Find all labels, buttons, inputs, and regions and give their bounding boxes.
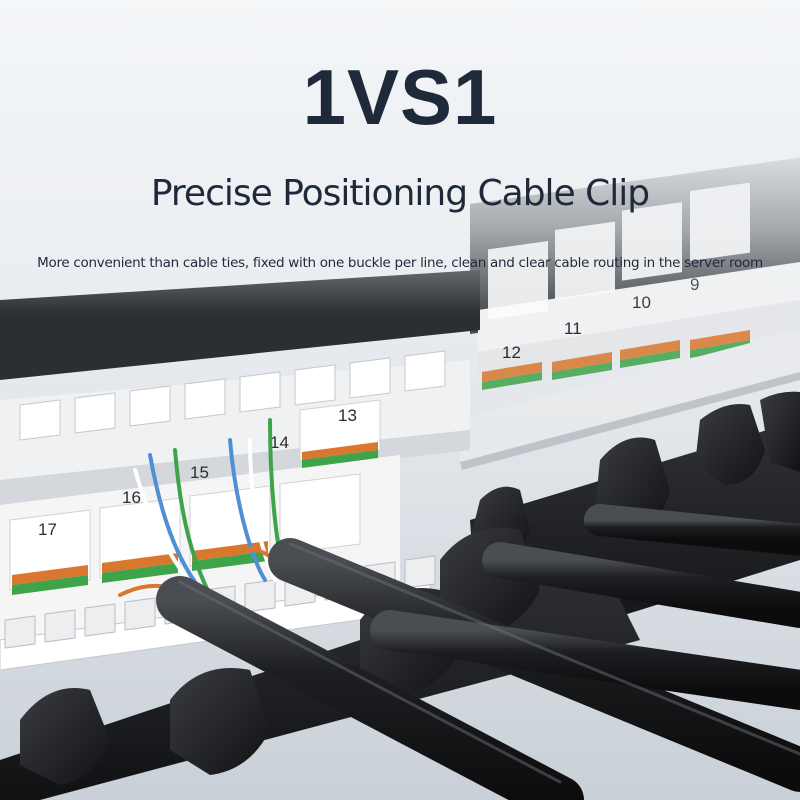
port-number-14: 14 [270,433,289,452]
cables [156,504,800,800]
top-haze [0,0,800,420]
port-number-17: 17 [38,520,57,539]
port-number-16: 16 [122,488,141,507]
port-number-15: 15 [190,463,209,482]
page-subtitle: Precise Positioning Cable Clip [150,173,650,214]
page-title: 1VS1 [302,53,498,141]
page-tagline: More convenient than cable ties, fixed w… [37,255,763,271]
